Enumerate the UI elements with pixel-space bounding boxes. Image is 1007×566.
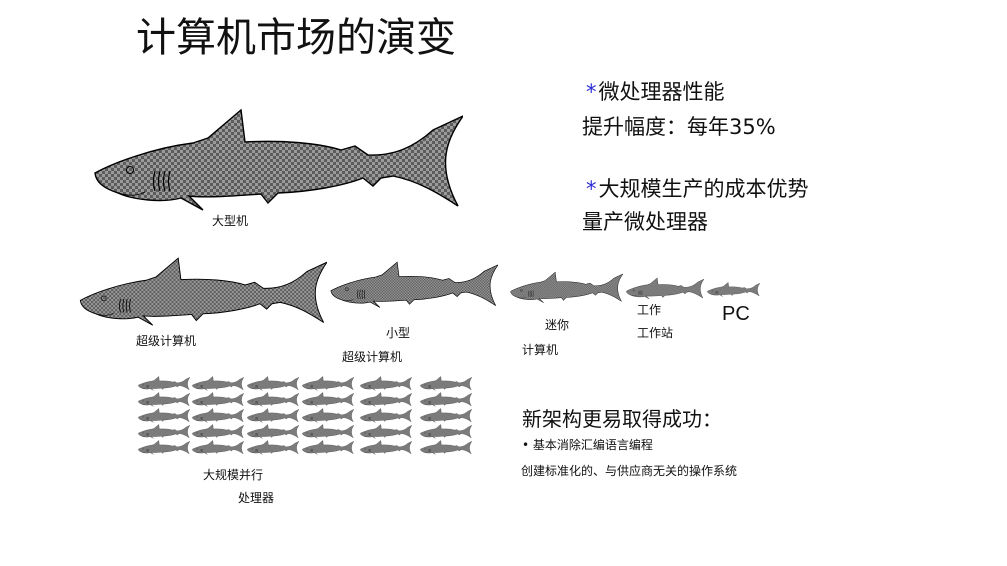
workstation-label-line2: 工作站 <box>637 326 674 340</box>
shark-icon <box>302 392 354 407</box>
shark-icon <box>330 261 498 308</box>
shark-icon <box>138 392 190 407</box>
shark-icon <box>247 424 299 439</box>
shark-icon <box>420 392 472 407</box>
shark-icon <box>247 376 299 391</box>
shark-icon <box>707 282 760 297</box>
shark-icon <box>420 376 472 391</box>
shark-icon <box>192 376 244 391</box>
perf-note-line2: 提升幅度：每年35% <box>582 115 776 139</box>
shark-icon <box>360 424 412 439</box>
shark-icon <box>420 408 472 423</box>
cost-note-line1: *大规模生产的成本优势 <box>586 175 809 203</box>
shark-icon <box>302 408 354 423</box>
shark-icon <box>420 424 472 439</box>
shark-icon <box>360 392 412 407</box>
cost-note-line2: 量产微处理器 <box>582 210 708 234</box>
mini-label-line1: 小型 <box>386 326 411 340</box>
mpp-label-line1: 大规模并行 <box>203 468 264 482</box>
perf-note-text: 微处理器性能 <box>598 80 725 104</box>
shark-icon <box>247 392 299 407</box>
shark-icon <box>192 392 244 407</box>
bullet-mark: * <box>586 80 597 104</box>
shark-icon <box>247 408 299 423</box>
shark-icon <box>626 277 704 300</box>
shark-icon <box>420 440 472 455</box>
mainframe-label: 大型机 <box>212 214 249 228</box>
mini-label-line2: 超级计算机 <box>342 350 403 364</box>
supercomputer-label: 超级计算机 <box>136 334 197 348</box>
shark-icon <box>360 440 412 455</box>
shark-icon <box>510 271 623 303</box>
micro-label-line2: 计算机 <box>522 343 559 357</box>
shark-icon <box>302 440 354 455</box>
pc-label: PC <box>722 303 750 325</box>
workstation-label-line1: 工作 <box>637 303 662 317</box>
shark-icon <box>192 408 244 423</box>
cost-note-text: 大规模生产的成本优势 <box>598 177 809 201</box>
shark-icon <box>138 376 190 391</box>
perf-note-line1: *微处理器性能 <box>586 78 725 106</box>
success-item-2: 创建标准化的、与供应商无关的操作系统 <box>521 464 738 478</box>
mpp-label-line2: 处理器 <box>238 491 275 505</box>
shark-icon <box>247 440 299 455</box>
shark-icon <box>360 408 412 423</box>
success-item-1: • 基本消除汇编语言编程 <box>522 438 653 452</box>
shark-icon <box>79 257 327 326</box>
mpp-shark-grid <box>138 376 472 455</box>
shark-icon <box>360 376 412 391</box>
micro-label-line1: 迷你 <box>545 318 570 332</box>
shark-icon <box>138 424 190 439</box>
shark-icon <box>138 408 190 423</box>
shark-icon <box>192 440 244 455</box>
shark-icon <box>302 424 354 439</box>
page-title: 计算机市场的演变 <box>136 15 456 61</box>
shark-icon <box>94 109 463 211</box>
bullet-mark: * <box>586 177 597 201</box>
shark-icon <box>192 424 244 439</box>
success-heading: 新架构更易取得成功： <box>522 407 722 431</box>
shark-icon <box>138 440 190 455</box>
shark-icon <box>302 376 354 391</box>
